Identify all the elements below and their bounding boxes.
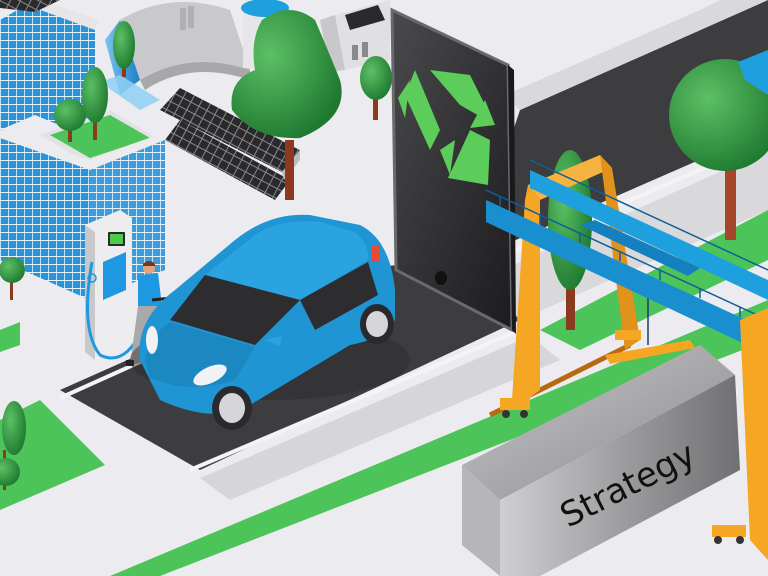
crane-girder — [530, 170, 768, 300]
road-stripe — [189, 328, 521, 472]
sidewalk — [200, 336, 560, 500]
tree-cone — [113, 21, 135, 77]
gantry-crane — [485, 50, 768, 560]
tree-roof-round — [54, 99, 86, 142]
car-headlight — [146, 326, 158, 354]
car-headlight — [193, 364, 227, 386]
tree-right-ball — [669, 59, 768, 240]
blue-electric-car — [130, 214, 410, 430]
small-factory — [320, 0, 390, 72]
recycle-icon — [398, 70, 495, 185]
tree-left-mid — [0, 257, 25, 300]
crane-railing — [485, 159, 768, 321]
tablet-home-button — [435, 271, 447, 285]
roof-solar-panel — [0, 0, 60, 12]
strategy-block: Strategy — [462, 345, 740, 576]
tree-roof-cone — [82, 67, 108, 140]
tablet-with-recycling-symbol — [390, 7, 516, 334]
grass-strip — [110, 300, 768, 576]
tree-small — [360, 56, 392, 120]
grass-strip — [0, 400, 105, 510]
glass-canopy — [100, 75, 160, 110]
charger-bolt-icon — [87, 273, 97, 283]
crane-girder — [486, 200, 768, 355]
grass-strip — [0, 322, 20, 352]
car-wheel — [360, 304, 394, 344]
tree-large — [231, 10, 342, 200]
tree-left-low — [0, 401, 26, 490]
car-wheel — [212, 386, 252, 430]
sidewalk — [505, 0, 768, 110]
